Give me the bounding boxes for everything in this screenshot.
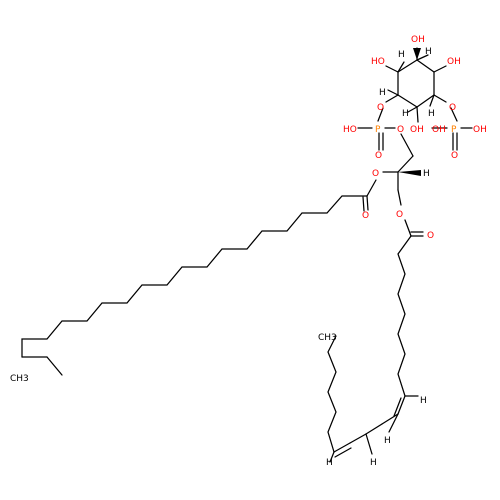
- label-o-carbonyl-left: O: [362, 211, 369, 221]
- label-h-ring-left: H: [379, 88, 386, 98]
- bond: [416, 94, 435, 108]
- bond: [397, 155, 414, 173]
- label-p2: P: [451, 125, 457, 135]
- label-o-carbonyl-right: O: [427, 231, 434, 241]
- bond: [21, 195, 368, 358]
- label-oh-ring-right: OH: [447, 57, 461, 67]
- label-h-ring-right: H: [428, 109, 435, 119]
- atom-labels: OH HO OH H H H H H O O OH HO P O O OH P …: [10, 35, 487, 468]
- wedge-bond: [413, 48, 421, 60]
- label-h-ring-lower: H: [402, 109, 409, 119]
- label-oh-top: OH: [411, 35, 425, 45]
- label-o-p2-double: O: [451, 151, 458, 161]
- stereo-wedges: [398, 48, 421, 176]
- bond: [429, 94, 435, 107]
- bond: [397, 59, 418, 73]
- bond: [433, 65, 447, 73]
- bond: [416, 106, 419, 123]
- bond: [366, 195, 369, 211]
- bond: [404, 219, 412, 237]
- label-p1: P: [375, 125, 381, 135]
- bond: [366, 179, 377, 197]
- bond: [381, 413, 399, 425]
- label-ch3-left-chain: CH3: [10, 374, 29, 384]
- label-h-db-lower: H: [326, 458, 333, 468]
- label-ch3-right-chain: CH3: [318, 333, 337, 343]
- label-h-db1: H: [420, 396, 427, 406]
- bond: [385, 65, 399, 73]
- label-h-db2a: H: [384, 436, 391, 446]
- bond: [365, 433, 373, 455]
- label-o-p1-double: O: [375, 151, 382, 161]
- label-oh-p2-left: OH: [432, 125, 446, 135]
- label-h-db2b: H: [370, 458, 377, 468]
- label-o-link-left: O: [377, 103, 384, 113]
- bond: [387, 89, 399, 96]
- bond-lines: [21, 47, 473, 463]
- bond: [362, 196, 365, 212]
- bond: [416, 54, 429, 61]
- bond: [46, 356, 63, 376]
- bond: [377, 107, 384, 122]
- label-o-glycerol-sn2: O: [372, 169, 379, 179]
- bond: [334, 447, 352, 458]
- label-oh-ring-inner: OH: [410, 125, 424, 135]
- label-o-glycerol-sn1: O: [396, 210, 403, 220]
- bond: [433, 94, 447, 103]
- label-o-p1-ester: O: [397, 125, 404, 135]
- wedge-bond: [398, 170, 421, 176]
- bond: [393, 397, 402, 417]
- bond: [397, 235, 419, 397]
- bond: [400, 133, 414, 157]
- bond: [397, 94, 418, 108]
- bond: [329, 451, 335, 463]
- bond: [450, 107, 458, 122]
- bond: [333, 442, 351, 453]
- bond: [385, 94, 399, 103]
- bond: [397, 395, 406, 415]
- label-h-glycerol: H: [423, 169, 430, 179]
- label-o-link-right: O: [449, 103, 456, 113]
- bond: [407, 106, 418, 113]
- label-ho-ring-left: HO: [371, 57, 385, 67]
- label-h-ring-top: H: [398, 50, 405, 60]
- bond: [397, 61, 405, 73]
- label-ho-p1: HO: [343, 125, 357, 135]
- bond: [327, 335, 337, 453]
- bond: [388, 413, 399, 433]
- bond: [416, 59, 435, 73]
- label-oh-p2-right: OH: [473, 125, 487, 135]
- bond: [397, 189, 402, 206]
- label-h-ring-upper: H: [425, 47, 432, 57]
